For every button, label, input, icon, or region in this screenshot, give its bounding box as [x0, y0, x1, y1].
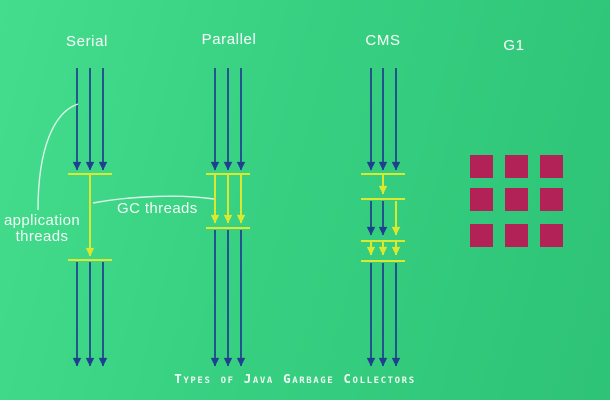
g1-region-square: [505, 188, 528, 211]
parallel-app-threads-top: [210, 68, 246, 171]
g1-region-square: [505, 155, 528, 178]
diagram-title: Types of Java Garbage Collectors: [174, 371, 416, 386]
g1-region-square: [470, 188, 493, 211]
column-label-cms: CMS: [365, 32, 401, 49]
cms-column-graphic: [361, 68, 405, 367]
parallel-app-threads-bottom: [210, 230, 246, 367]
cms-app-threads-top: [366, 68, 401, 171]
g1-heap-grid: [470, 155, 563, 247]
cms-concurrent-phase-arrows: [366, 201, 401, 236]
serial-column-graphic: [68, 68, 112, 367]
parallel-gc-threads-arrows: [210, 175, 246, 224]
application-threads-pointer-curve: [37, 103, 79, 211]
g1-region-square: [505, 224, 528, 247]
column-label-g1: G1: [503, 37, 525, 54]
serial-app-threads-top: [72, 68, 108, 171]
cms-app-threads-bottom: [366, 263, 401, 367]
column-label-parallel: Parallel: [201, 31, 257, 48]
gc-threads-pointer-line: [92, 195, 215, 204]
serial-app-threads-bottom: [72, 262, 108, 367]
g1-region-square: [470, 155, 493, 178]
parallel-column-graphic: [206, 68, 250, 367]
g1-region-square: [540, 155, 563, 178]
g1-region-square: [540, 224, 563, 247]
g1-region-square: [540, 188, 563, 211]
application-threads-annotation: application threads: [3, 212, 81, 245]
gc-threads-annotation: GC threads: [117, 200, 198, 217]
g1-region-square: [470, 224, 493, 247]
column-label-serial: Serial: [66, 33, 108, 50]
cms-remark-arrows: [366, 242, 401, 256]
